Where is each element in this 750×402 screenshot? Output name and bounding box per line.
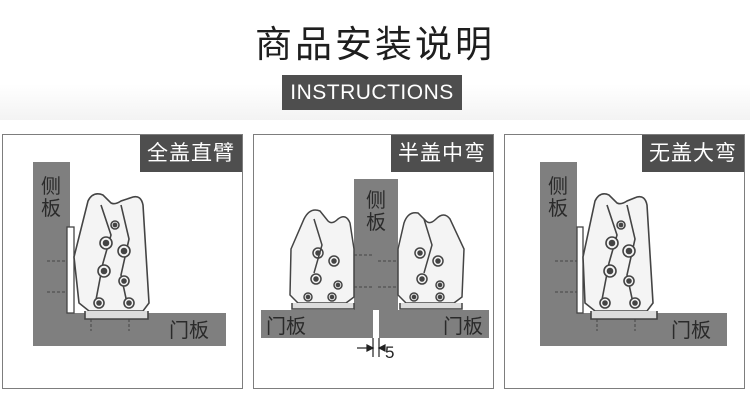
hinge-arm xyxy=(582,193,658,320)
instructions-badge: INSTRUCTIONS xyxy=(282,75,462,110)
panel-full-overlay: 全盖直臂 侧板 门板 xyxy=(2,134,243,389)
door-panel-label-left: 门板 xyxy=(266,314,306,338)
hinge-diagram-half-overlay xyxy=(261,179,489,357)
gap-value: 5 xyxy=(385,343,395,362)
side-panel-label: 侧板 xyxy=(366,188,386,234)
panel-half-overlay: 半盖中弯 侧板 门板 门板 5 xyxy=(253,134,494,389)
door-panel-label: 门板 xyxy=(169,318,209,342)
hinge-arm-right xyxy=(397,211,465,310)
door-panel-board-right xyxy=(379,310,489,338)
door-panel-label-right: 门板 xyxy=(443,314,483,338)
panel-tag: 半盖中弯 xyxy=(391,135,493,172)
hinge-arm xyxy=(73,193,150,320)
side-panel-label: 侧板 xyxy=(41,174,61,220)
page-title: 商品安装说明 xyxy=(255,23,495,66)
hinge-arm-left xyxy=(289,209,355,310)
side-panel-board xyxy=(540,162,577,346)
gap-indicator xyxy=(357,338,386,357)
door-panel-board-left xyxy=(261,310,373,338)
door-panel-label: 门板 xyxy=(671,318,711,342)
hinge-diagram-full-overlay xyxy=(33,162,226,346)
side-panel-label: 侧板 xyxy=(548,174,568,220)
panel-tag: 全盖直臂 xyxy=(140,135,242,172)
side-panel-board xyxy=(354,179,398,310)
hinge-diagram-inset xyxy=(540,162,727,346)
panel-inset: 无盖大弯 侧板 门板 xyxy=(504,134,745,389)
panel-tag: 无盖大弯 xyxy=(642,135,744,172)
